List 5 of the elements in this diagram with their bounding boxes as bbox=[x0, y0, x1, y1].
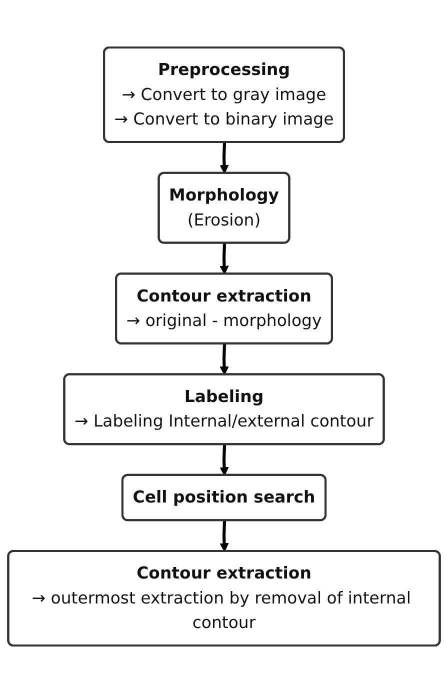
arrow bbox=[220, 344, 229, 376]
arrow bbox=[220, 142, 229, 174]
arrow bbox=[220, 243, 229, 274]
arrow bbox=[220, 520, 229, 552]
arrow bbox=[220, 444, 229, 476]
